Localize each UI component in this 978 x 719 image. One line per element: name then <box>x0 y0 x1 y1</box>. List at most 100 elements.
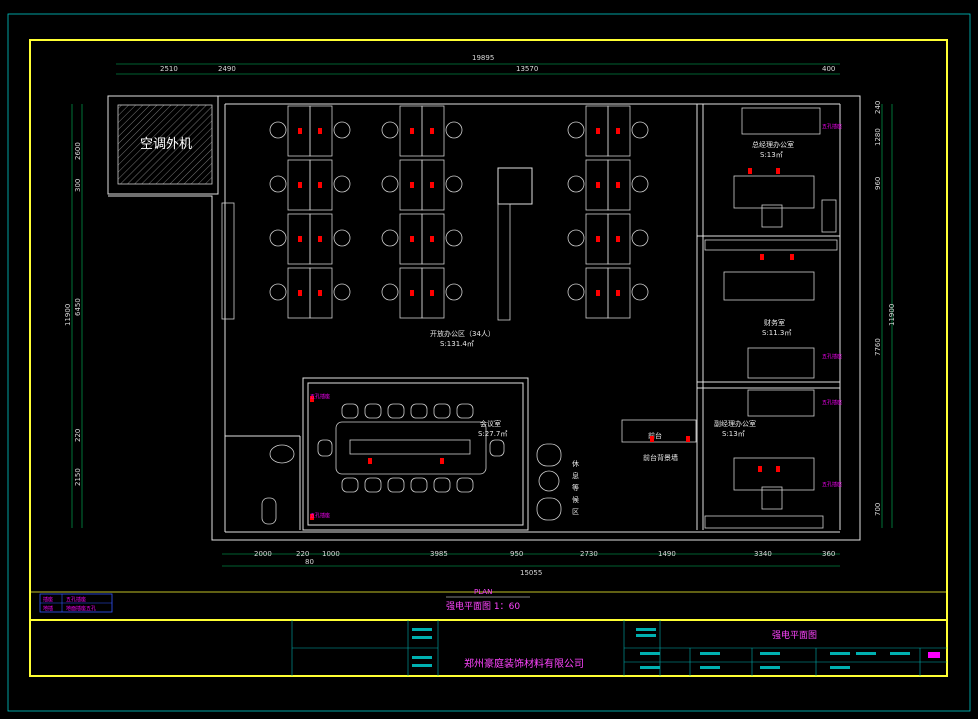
socket-icon <box>596 128 600 134</box>
chair <box>631 175 649 193</box>
meeting-chair <box>317 439 333 457</box>
company-name: 郑州豪庭装饰材料有限公司 <box>464 657 584 670</box>
legend-desc-2: 地面插座五孔 <box>66 605 96 612</box>
label-gm-area: S:13㎡ <box>760 151 783 159</box>
rest-area-seats <box>536 443 562 521</box>
dim-top-2: 13570 <box>516 65 538 73</box>
socket-icon <box>368 458 372 464</box>
label-deputy-area: S:13㎡ <box>722 430 745 438</box>
chair <box>445 121 463 139</box>
socket-icon <box>298 236 302 242</box>
dim-left-2: 6450 <box>74 298 82 316</box>
title-block-entry <box>830 652 850 655</box>
label-finance-area: S:11.3㎡ <box>762 329 791 337</box>
chair <box>269 283 287 301</box>
chair <box>631 121 649 139</box>
legend-symbol-2: 地插 <box>43 605 53 612</box>
dim-bottom-0: 2000 <box>254 550 272 558</box>
rest-label-char: 等 <box>572 483 579 492</box>
title-block-entry <box>700 652 720 655</box>
socket-icon <box>318 128 322 134</box>
socket-tag: 五孔插座 <box>822 481 842 488</box>
desk <box>309 159 333 211</box>
title-block-entry <box>412 664 432 667</box>
label-meeting: 会议室 <box>480 419 501 428</box>
desk <box>309 105 333 157</box>
socket-icon <box>596 182 600 188</box>
chair <box>381 175 399 193</box>
chair <box>381 121 399 139</box>
rest-label-char: 区 <box>572 508 579 516</box>
chair <box>333 121 351 139</box>
socket-icon <box>410 236 414 242</box>
title-block-entry <box>640 666 660 669</box>
dim-bottom-1: 220 <box>296 550 309 558</box>
socket-icon <box>410 182 414 188</box>
socket-tag: 五孔插座 <box>822 353 842 360</box>
chair <box>333 229 351 247</box>
title-block-entry <box>760 652 780 655</box>
desk <box>607 105 631 157</box>
title-block-entry <box>412 628 432 631</box>
dim-bottom-8: 360 <box>822 550 835 558</box>
socket-icon <box>310 514 314 520</box>
dim-bottom-total: 15055 <box>520 569 542 577</box>
desk <box>309 267 333 319</box>
meeting-chair <box>387 477 405 493</box>
rest-label-char: 候 <box>572 495 579 504</box>
socket-icon <box>790 254 794 260</box>
workstation-group <box>269 105 649 319</box>
socket-icon <box>686 436 690 442</box>
socket-icon <box>318 236 322 242</box>
meeting-chair <box>489 439 505 457</box>
outer-border <box>7 13 971 712</box>
chair <box>269 121 287 139</box>
title-block-entry <box>412 636 432 639</box>
meeting-chair <box>456 477 474 493</box>
socket-icon <box>298 290 302 296</box>
socket-icon <box>776 466 780 472</box>
chair <box>333 175 351 193</box>
socket-tag: 五孔插座 <box>310 393 330 400</box>
dim-left-1: 300 <box>74 179 82 192</box>
label-meeting-area: S:27.7㎡ <box>478 430 507 438</box>
title-block-entry <box>700 666 720 669</box>
socket-icon <box>318 182 322 188</box>
socket-icon <box>776 168 780 174</box>
chair <box>333 283 351 301</box>
rest-label-char: 息 <box>572 471 579 480</box>
desk <box>421 105 445 157</box>
socket-icon <box>596 290 600 296</box>
dim-left-0: 2600 <box>74 142 82 160</box>
chair <box>631 229 649 247</box>
dim-left-3: 220 <box>74 429 82 442</box>
label-gm-office: 总经理办公室 <box>752 140 794 149</box>
socket-tag: 五孔插座 <box>822 123 842 130</box>
dim-right-total: 11900 <box>888 304 896 326</box>
dim-top-1: 2490 <box>218 65 236 73</box>
title-block-entry <box>890 652 910 655</box>
label-front-desk: 前台 <box>648 431 662 440</box>
socket-icon <box>616 128 620 134</box>
dim-right-4: 700 <box>874 503 882 516</box>
meeting-chair <box>364 477 382 493</box>
desk <box>607 159 631 211</box>
rest-label-char: 休 <box>572 459 579 468</box>
meeting-chair <box>341 403 359 419</box>
dim-overall-width: 19895 <box>472 54 494 62</box>
washroom-fixtures <box>261 444 295 525</box>
dim-left-total: 11900 <box>64 304 72 326</box>
title-block-entry <box>830 666 850 669</box>
dim-bottom-2: 1000 <box>322 550 340 558</box>
socket-icon <box>748 168 752 174</box>
socket-icon <box>616 290 620 296</box>
desk <box>421 267 445 319</box>
chair <box>567 175 585 193</box>
title-block-entry <box>856 652 876 655</box>
dim-right-3: 7760 <box>874 338 882 356</box>
socket-icon <box>430 182 434 188</box>
yellow-frame <box>29 39 948 677</box>
meeting-chair <box>433 403 451 419</box>
meeting-chair <box>456 403 474 419</box>
